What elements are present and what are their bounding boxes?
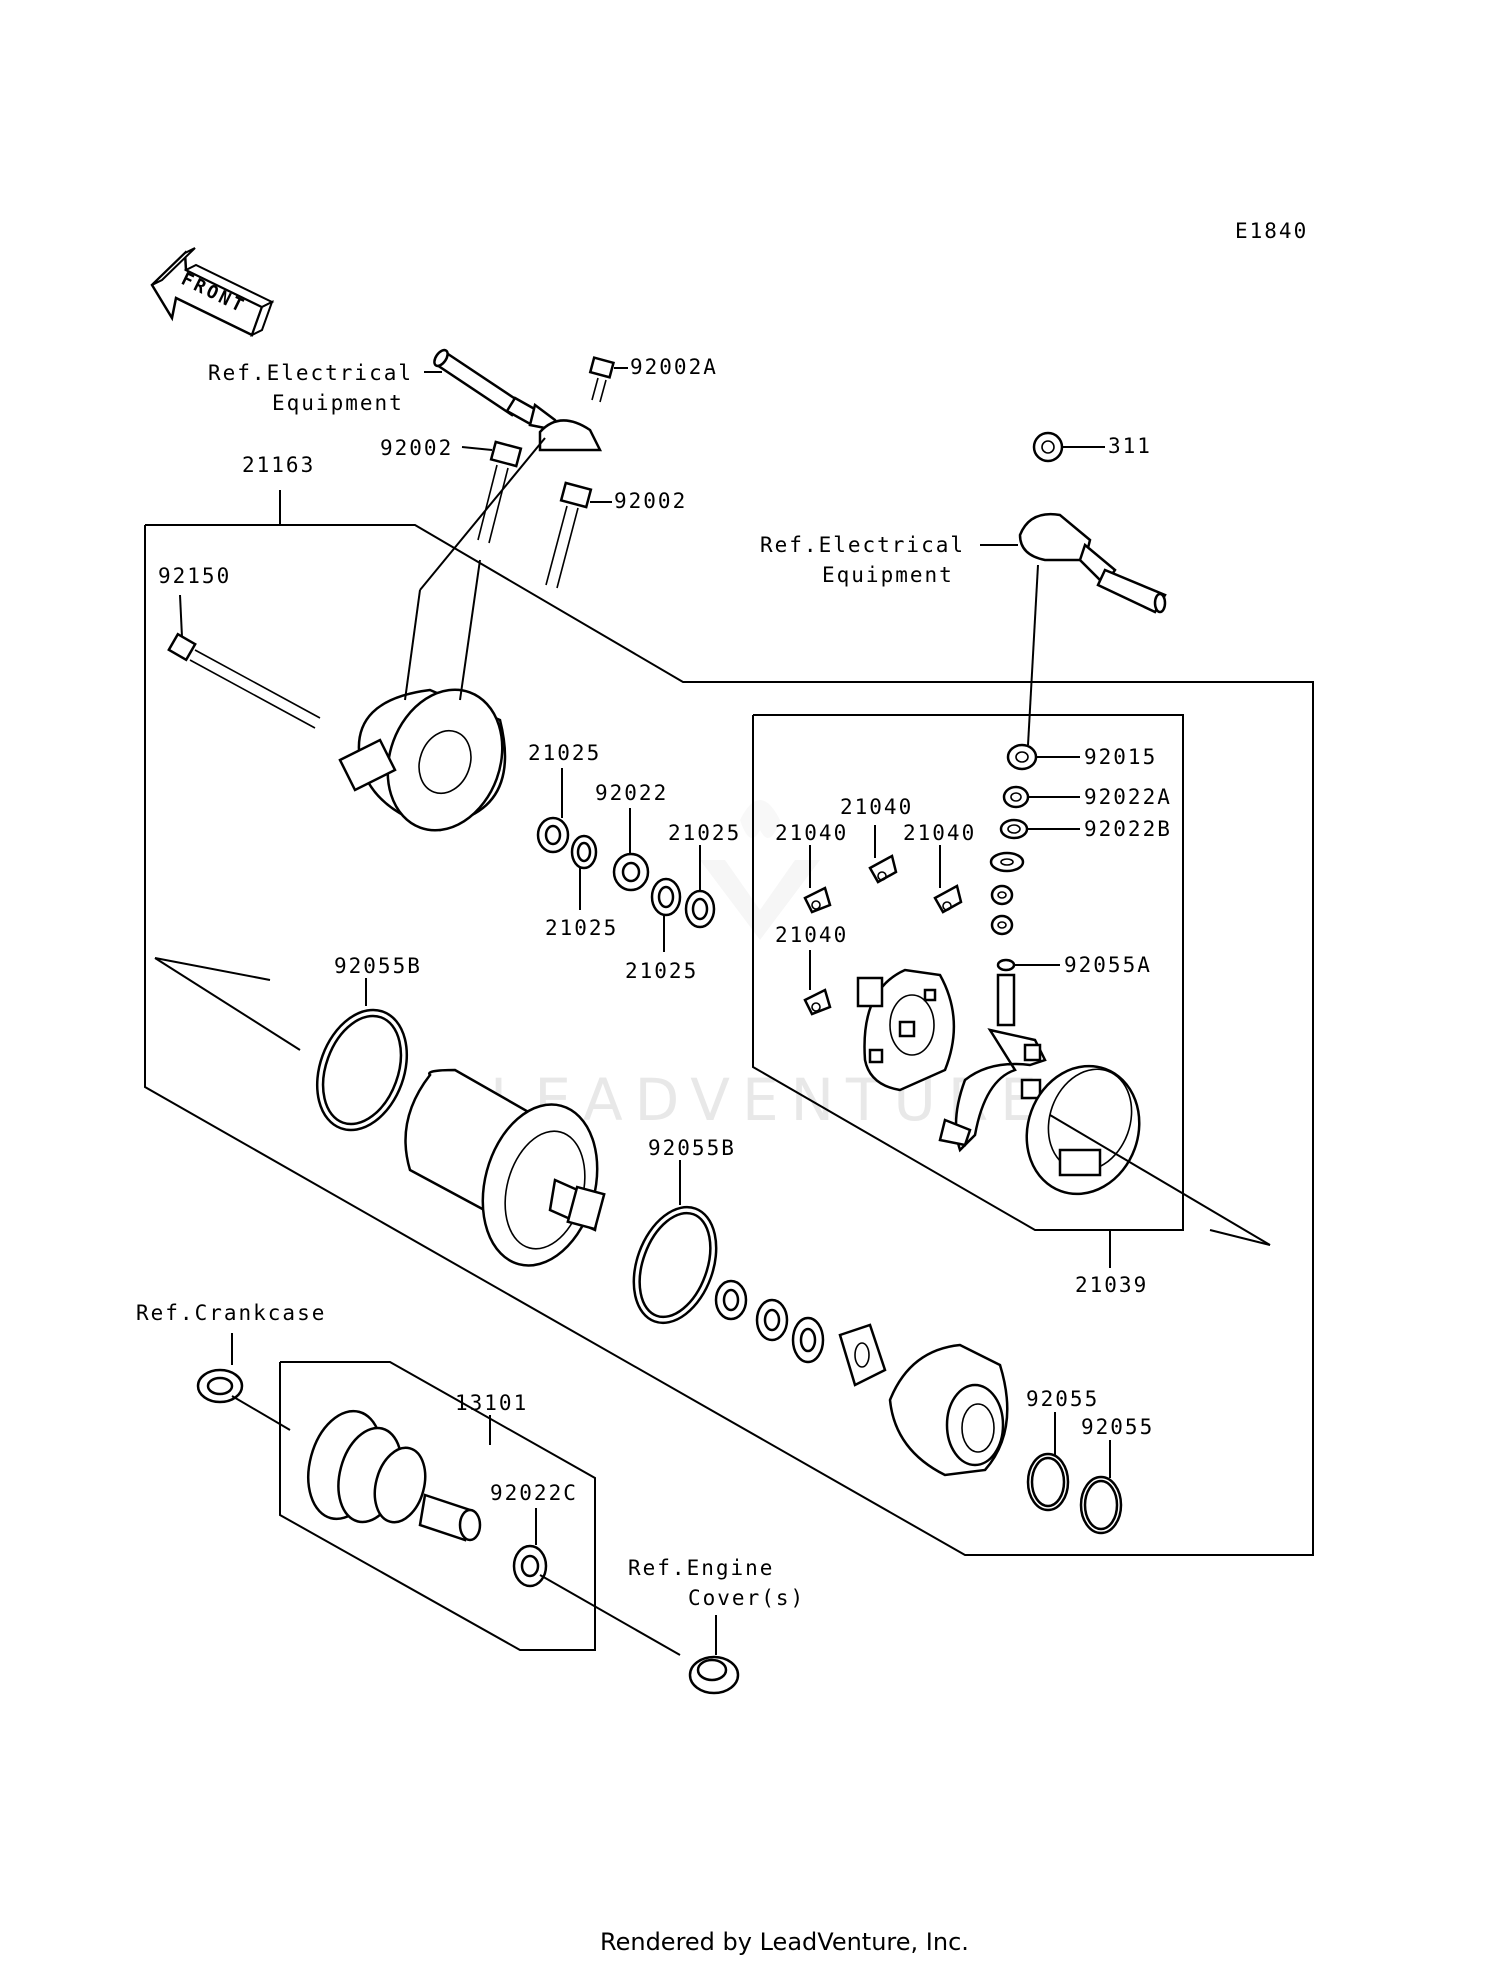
- label-21040-d: 21040: [775, 923, 848, 947]
- starter-rear-cover: [338, 559, 507, 832]
- label-92022A: 92022A: [1084, 785, 1172, 809]
- label-21025-c: 21025: [625, 959, 698, 983]
- label-ref-electrical-left-1: Ref.Electrical: [208, 361, 413, 385]
- washer-21025-c: [650, 877, 682, 952]
- starter-motor-yoke: [404, 1068, 606, 1267]
- bolt-92002A: [588, 356, 628, 403]
- label-ref-engine: Ref.Engine: [628, 1556, 774, 1580]
- label-21163: 21163: [242, 453, 315, 477]
- label-92022C: 92022C: [490, 1481, 578, 1505]
- label-21025-a: 21025: [528, 741, 601, 765]
- starter-clutch-gear: [307, 1409, 482, 1542]
- nut-311: [1032, 431, 1105, 463]
- label-21039: 21039: [1075, 1273, 1148, 1297]
- watermark-logo: [700, 800, 820, 940]
- o-ring-92055-a: [1026, 1412, 1070, 1512]
- electrical-terminal-right: [980, 512, 1167, 746]
- label-ref-electrical-left-2: Equipment: [272, 391, 404, 415]
- label-92150: 92150: [158, 564, 231, 588]
- label-92015: 92015: [1084, 745, 1157, 769]
- label-92022: 92022: [595, 781, 668, 805]
- label-92002-right: 92002: [614, 489, 687, 513]
- label-92022B: 92022B: [1084, 817, 1172, 841]
- washer-92022: [612, 808, 650, 892]
- assembly-outline-21163: [144, 524, 1314, 1556]
- label-92002A: 92002A: [630, 355, 718, 379]
- label-ref-electrical-right-1: Ref.Electrical: [760, 533, 965, 557]
- o-ring-92055A: [996, 958, 1060, 972]
- assembly-outline-13101: [279, 1361, 596, 1651]
- o-ring-92055B-mid: [632, 1160, 718, 1325]
- axis-line-left-2: [154, 957, 301, 1051]
- washer-lower-3: [791, 1316, 825, 1364]
- washer-92022A: [1002, 785, 1080, 809]
- label-92055A: 92055A: [1064, 953, 1152, 977]
- o-ring-92055-b: [1079, 1440, 1123, 1535]
- label-21040-b: 21040: [840, 795, 913, 819]
- axis-line-right: [1049, 1114, 1271, 1246]
- brush-spring-21040-a: [803, 845, 832, 914]
- label-21025-d: 21025: [668, 821, 741, 845]
- crankcase-bushing: [196, 1333, 291, 1431]
- footer-credit: Rendered by LeadVenture, Inc.: [600, 1928, 969, 1956]
- axis-line-right-2: [1209, 1229, 1271, 1246]
- bolt-92002-top: [461, 440, 523, 544]
- brush-spring-21040-c: [933, 845, 963, 914]
- brush-spring-21040-b: [868, 825, 898, 884]
- label-92055B-left: 92055B: [334, 954, 422, 978]
- brush-plate: [856, 968, 956, 1092]
- label-ref-electrical-right-2: Equipment: [822, 563, 954, 587]
- brush-spring-21040-d: [803, 950, 832, 1016]
- label-21040-a: 21040: [775, 821, 848, 845]
- long-bolt-92150: [167, 594, 321, 729]
- axis-line-left: [154, 957, 271, 981]
- label-92055B-mid: 92055B: [648, 1136, 736, 1160]
- label-92055-a: 92055: [1026, 1387, 1099, 1411]
- label-92002-top: 92002: [380, 436, 453, 460]
- washer-92022C: [512, 1508, 681, 1656]
- engine-cover-bushing: [688, 1615, 740, 1695]
- starter-front-cover: [888, 1343, 1009, 1477]
- washer-21025-d: [684, 845, 716, 929]
- label-engine-cover: Cover(s): [688, 1586, 805, 1610]
- washer-stack-right: [989, 851, 1025, 936]
- label-21040-c: 21040: [903, 821, 976, 845]
- washer-92022B: [999, 818, 1080, 840]
- label-ref-crankcase: Ref.Crankcase: [136, 1301, 326, 1325]
- washer-lower-1: [714, 1279, 748, 1321]
- lock-plate: [838, 1323, 887, 1387]
- o-ring-92055B-left: [315, 978, 409, 1132]
- front-direction-arrow: FRONT: [150, 247, 275, 338]
- electrical-cable-left: [419, 348, 603, 591]
- label-13101: 13101: [455, 1391, 528, 1415]
- brush-holder-ring: [1025, 1064, 1141, 1196]
- terminal-bolt-brush-holder: [938, 973, 1047, 1153]
- washer-21025-b: [570, 834, 598, 910]
- nut-92015: [1006, 743, 1080, 771]
- label-21025-b: 21025: [545, 916, 618, 940]
- diagram-code: E1840: [1235, 219, 1308, 243]
- label-92055-b: 92055: [1081, 1415, 1154, 1439]
- washer-21025-a: [536, 768, 570, 854]
- washer-lower-2: [755, 1298, 789, 1342]
- bolt-92002-right: [545, 481, 612, 589]
- label-311: 311: [1108, 434, 1152, 458]
